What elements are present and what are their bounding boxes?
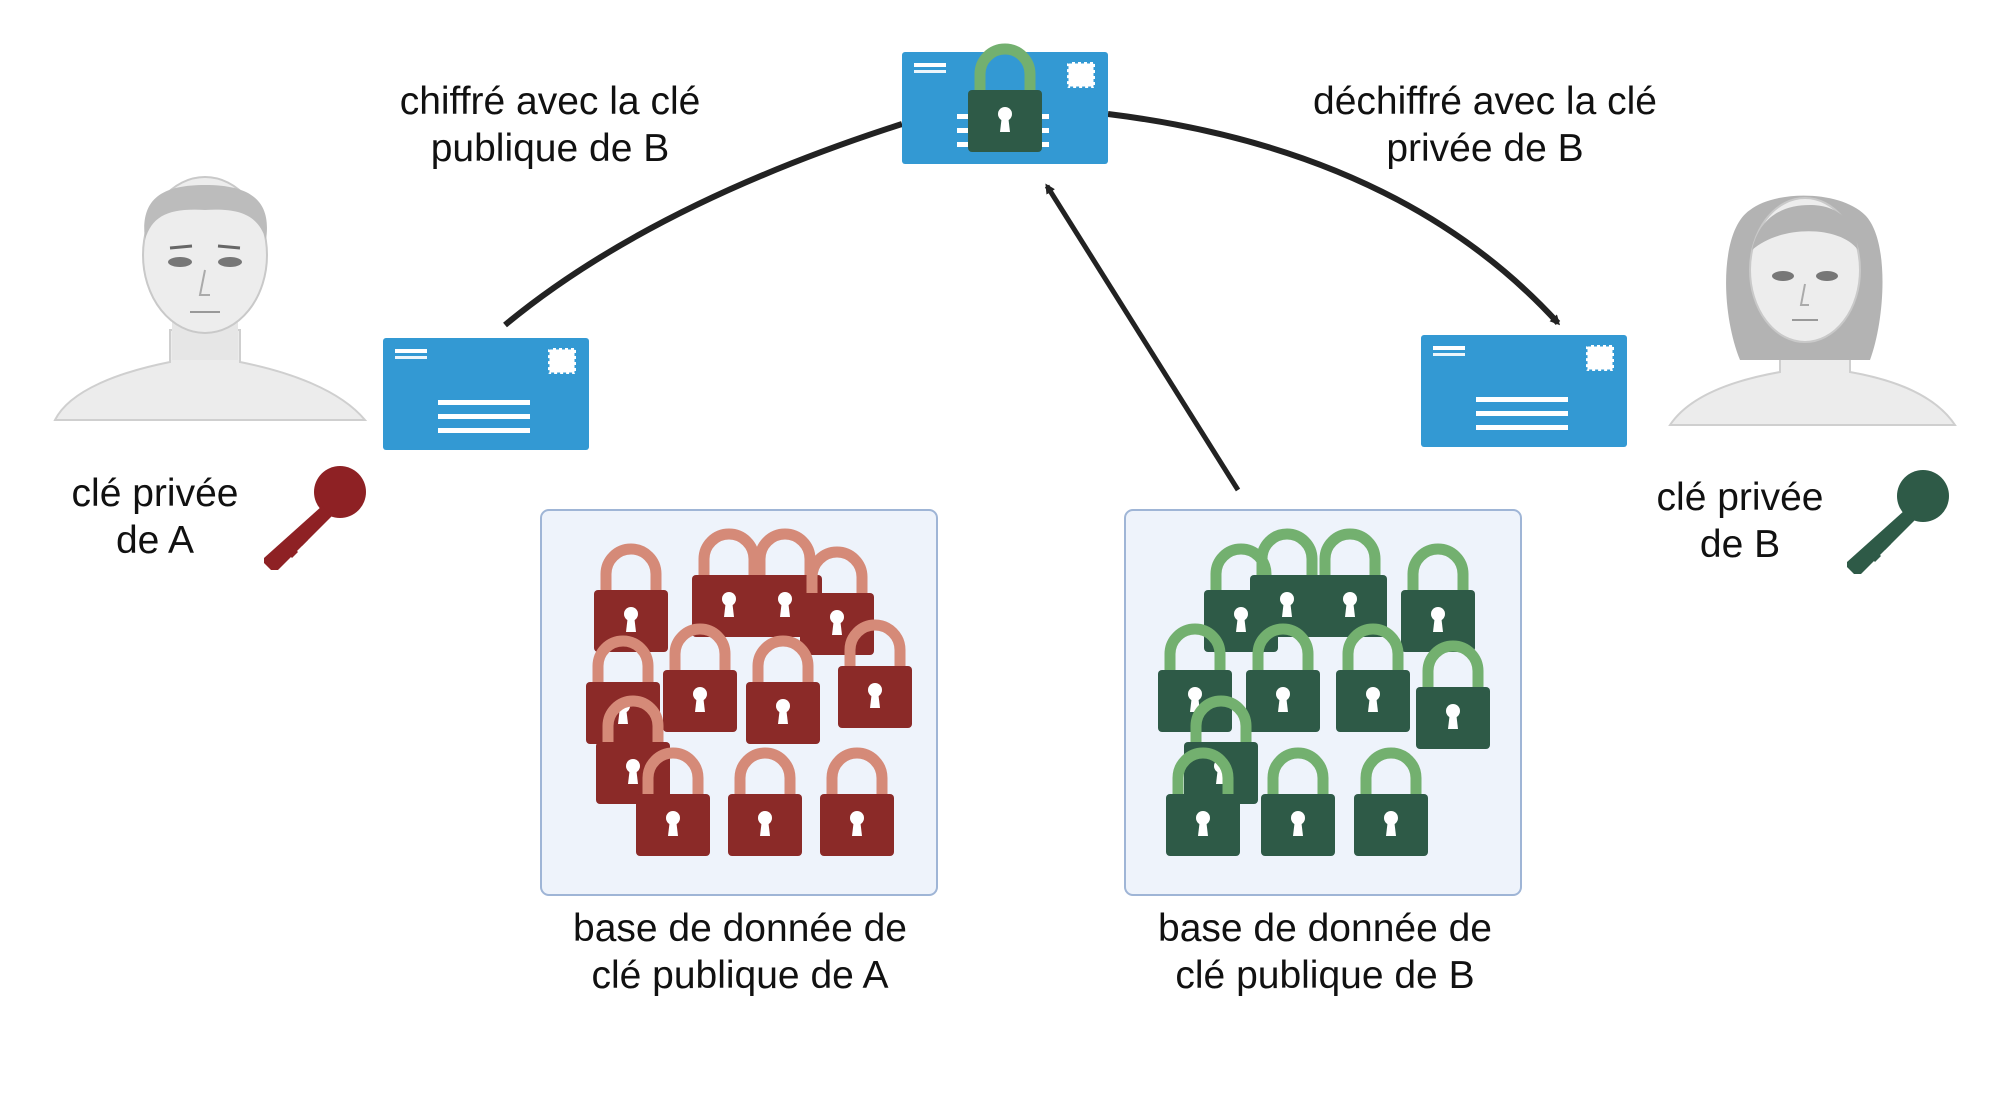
decrypted-label-line1: déchiffré avec la clé [1313, 80, 1657, 123]
key-icon [264, 466, 366, 570]
private-key-b-line1: clé privée [1656, 476, 1824, 519]
envelope-icon [381, 336, 591, 452]
arrow-icon [1107, 111, 1561, 326]
database-b-line2: clé publique de B [1175, 954, 1475, 997]
private-key-b-line2: de B [1699, 523, 1781, 566]
database-a [540, 509, 938, 896]
database-a-label: base de donnée de clé publique de A [530, 905, 950, 999]
key-icon [1847, 470, 1949, 574]
encrypted-label: chiffré avec la clé publique de B [350, 78, 750, 172]
woman-avatar-icon [1668, 195, 1957, 426]
database-b [1124, 509, 1522, 896]
private-key-b-label: clé privée de B [1625, 474, 1855, 568]
private-key-a-label: clé privée de A [40, 470, 270, 564]
decrypted-label: déchiffré avec la clé privée de B [1275, 78, 1695, 172]
arrow-icon [503, 121, 903, 328]
encrypted-label-line2: publique de B [430, 127, 670, 170]
database-b-label: base de donnée de clé publique de B [1115, 905, 1535, 999]
encrypted-label-line1: chiffré avec la clé [399, 80, 701, 123]
database-b-line1: base de donnée de [1158, 907, 1492, 950]
decrypted-label-line2: privée de B [1386, 127, 1584, 170]
private-key-a-line1: clé privée [71, 472, 239, 515]
database-a-line1: base de donnée de [573, 907, 907, 950]
arrow-icon [1044, 183, 1241, 492]
envelope-icon [1419, 333, 1629, 449]
database-a-line2: clé publique de A [591, 954, 889, 997]
private-key-a-line2: de A [115, 519, 195, 562]
man-avatar-icon [53, 176, 368, 421]
